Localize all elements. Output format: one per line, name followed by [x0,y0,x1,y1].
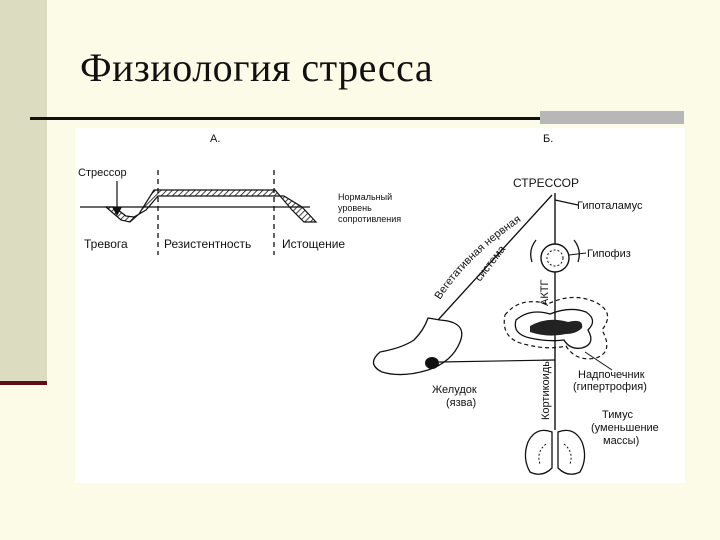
actg-label: АКТГ [539,280,551,306]
autonomic-nerve-line [437,194,553,321]
pituitary-pointer [568,252,587,256]
thymus-label-2: (уменьшение [591,422,659,434]
normal-level-text-2: уровень [338,203,372,213]
phase-resistance: Резистентность [164,237,251,251]
phase-alarm: Тревога [84,237,128,251]
thymus-left-lobe [524,429,553,475]
autonomic-label-1: Вегетативная нервная [432,213,523,301]
title-rule-accent [540,111,684,124]
stomach-label-1: Желудок [432,384,477,396]
pituitary-inner [546,249,564,267]
stomach-outline [372,317,463,376]
hypothalamus-pointer [554,199,579,206]
panel-a-label: А. [210,133,220,145]
adrenal-pointer [584,351,613,371]
pituitary-gland [540,243,570,273]
normal-level-text-1: Нормальный [338,192,392,202]
adrenal-medulla [530,319,583,336]
panel-a: А. Стрессор Нормальный уровень сопротивл… [78,133,401,255]
panel-b-label: Б. [543,133,553,145]
side-decor-line [0,381,47,385]
figure-panel [75,128,685,483]
panel-b: Б. СТРЕССОР Гипоталамус Гипофиз АКТГ Вег… [372,133,659,475]
stomach-label-2: (язва) [446,397,476,409]
pituitary-label: Гипофиз [587,248,631,260]
stomach-link-line [438,359,556,363]
phase-exhaustion: Истощение [282,237,345,251]
adrenal-cortex [514,308,594,349]
thymus-right-inner [563,443,572,465]
stressor-label-a: Стрессор [78,167,127,179]
pituitary-bracket-left [530,239,537,263]
adrenal-label-1: Надпочечник [578,369,645,381]
autonomic-label-1-path: Вегетативная нервная [432,213,523,301]
thymus-left-inner [538,443,547,465]
thymus-label-3: массы) [603,435,639,447]
normal-level-text-3: сопротивления [338,214,401,224]
title-rule [30,117,540,120]
pituitary-bracket-right [573,239,580,263]
hypothalamus-label: Гипоталамус [577,200,643,212]
stressor-label-b: СТРЕССОР [513,176,579,190]
corticoids-label: Кортикоиды [540,359,552,420]
thymus-right-lobe [557,429,586,475]
thymus-label-1: Тимус [602,409,633,421]
side-decor-bar [0,0,47,381]
adrenal-label-2: (гипертрофия) [573,381,647,393]
stomach-ulcer [425,357,439,369]
resistance-curve [104,189,318,223]
adrenal-outer [503,296,609,360]
slide-title: Физиология стресса [80,45,434,90]
